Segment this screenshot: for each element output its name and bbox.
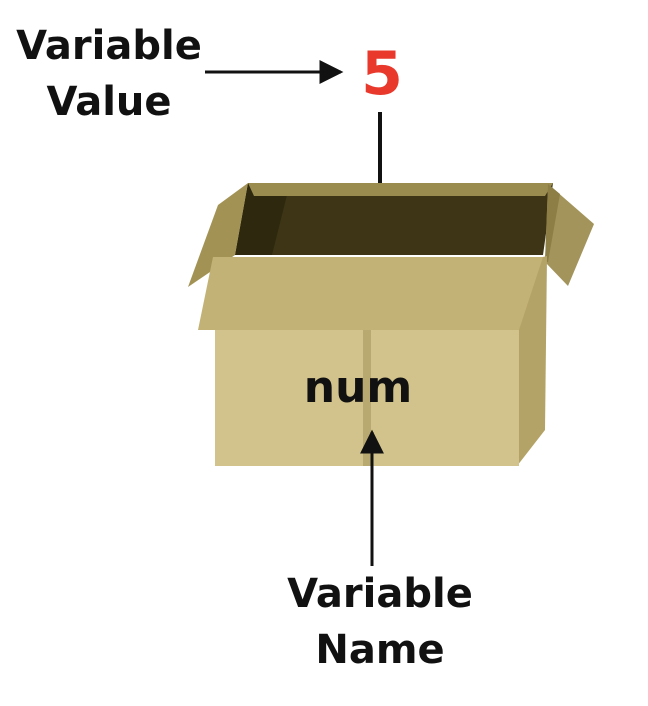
box-right-flap-shade bbox=[545, 184, 560, 262]
variable-name-label-line-1: Variable bbox=[287, 571, 473, 617]
box-front-flap bbox=[198, 257, 543, 330]
box-left-flap bbox=[188, 183, 248, 287]
variable-name-label-line-2: Name bbox=[315, 627, 445, 673]
variable-value: 5 bbox=[361, 39, 403, 109]
variable-name-on-box: num bbox=[303, 362, 413, 413]
box-back-flap bbox=[248, 183, 553, 196]
box-interior-shadow bbox=[235, 183, 290, 255]
variable-name-label: Variable Name bbox=[270, 566, 490, 678]
variable-value-label: Variable Value bbox=[14, 18, 204, 130]
variable-value-label-line-1: Variable bbox=[16, 23, 202, 69]
box-interior bbox=[235, 183, 553, 255]
variable-value-label-line-2: Value bbox=[46, 79, 172, 125]
